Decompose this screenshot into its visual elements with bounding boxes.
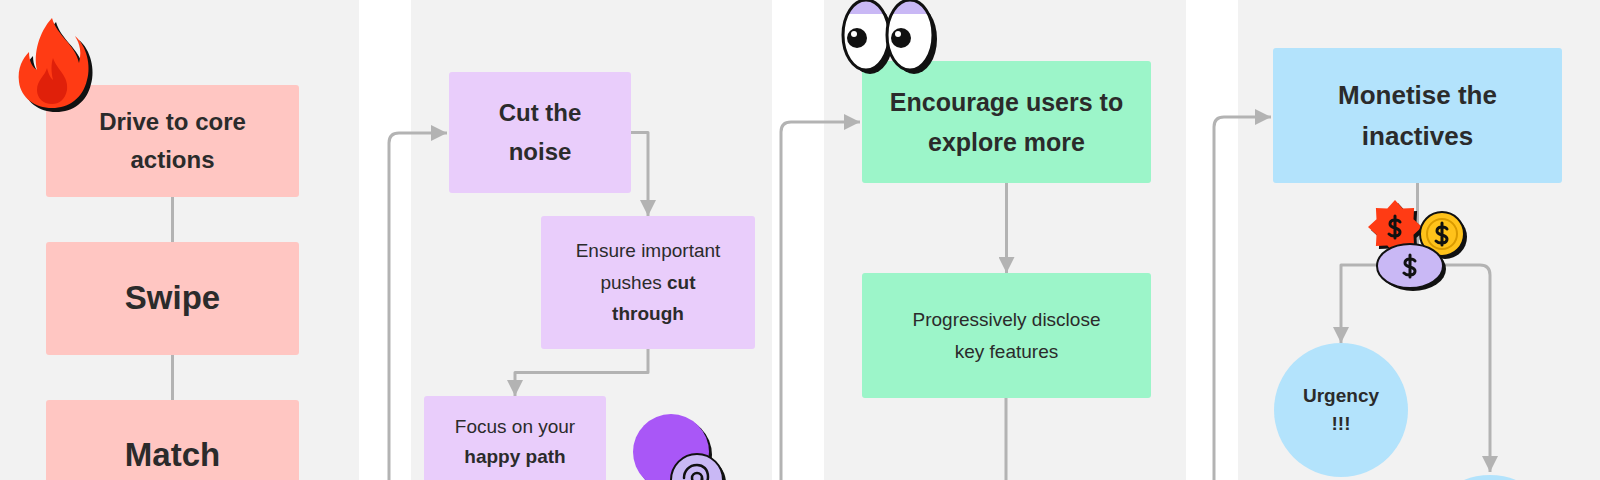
exit-line [1005, 398, 1008, 480]
connector [631, 133, 648, 217]
partial-circle [1420, 475, 1560, 480]
node-label: Urgency !!! [1296, 382, 1386, 439]
label-word: on [512, 416, 533, 437]
panel [1238, 0, 1600, 480]
node-label: Match [66, 432, 279, 478]
chat-icon [633, 414, 726, 480]
process-box: Match [46, 400, 299, 480]
node-label: Encourage users to explore more [882, 82, 1132, 162]
process-box: Drive to core actions [46, 85, 299, 197]
money-icon [1368, 200, 1467, 291]
label-word: happy [464, 446, 520, 467]
label-word: pushes [600, 272, 661, 293]
branch-line [1417, 265, 1490, 472]
node-label: Swipe [66, 275, 279, 321]
fire-icon [19, 18, 93, 112]
label-word: your [538, 416, 575, 437]
connector [171, 197, 174, 242]
connector [1005, 183, 1008, 273]
node-label: Cut the noise [470, 94, 610, 171]
circle-node: Urgency !!! [1274, 343, 1408, 477]
node-label: Progressively disclose key features [902, 304, 1112, 367]
entry-line [1214, 117, 1271, 480]
process-box: Ensure important pushes cut through [541, 216, 755, 349]
node-label: Ensure important pushes cut through [563, 235, 733, 329]
eyes-icon [840, 0, 937, 74]
panel [824, 0, 1186, 480]
entry-line [781, 122, 860, 480]
label-word: Ensure [576, 240, 636, 261]
connector [515, 349, 648, 396]
process-box: Encourage users to explore more [862, 61, 1151, 183]
node-label: Focus on your happy path [440, 412, 590, 473]
label-word: important [641, 240, 720, 261]
process-box: Swipe [46, 242, 299, 355]
connector [171, 355, 174, 400]
process-box: Focus on your happy path [424, 396, 606, 480]
label-word: Focus [455, 416, 507, 437]
node-label: Drive to core actions [73, 103, 273, 180]
node-label: Monetise the inactives [1293, 75, 1543, 156]
process-box: Monetise the inactives [1273, 48, 1562, 183]
label-word: cut [667, 272, 696, 293]
process-box: Progressively disclose key features [862, 273, 1151, 398]
process-box: Cut the noise [449, 72, 631, 193]
label-word: through [612, 303, 684, 324]
label-word: path [526, 446, 566, 467]
